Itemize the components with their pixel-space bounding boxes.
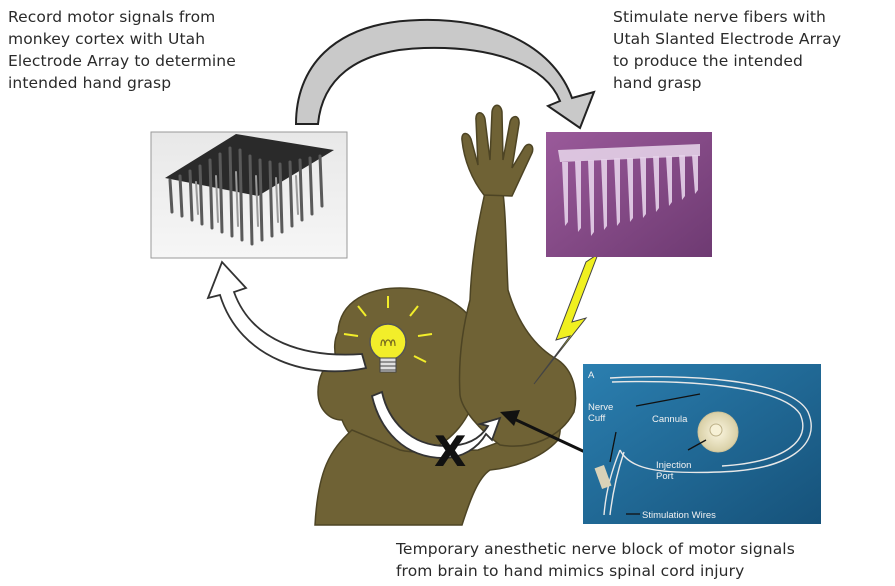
- top-curved-arrow: [296, 20, 594, 128]
- cuff-label-cannula: Cannula: [652, 414, 688, 425]
- utah-electrode-array-photo: [151, 132, 347, 258]
- block-x-mark: X: [434, 427, 466, 476]
- panel-letter: A: [588, 370, 595, 381]
- cuff-label-stimulation-wires: Stimulation Wires: [642, 510, 716, 521]
- slanted-electrode-array-photo: [546, 132, 712, 257]
